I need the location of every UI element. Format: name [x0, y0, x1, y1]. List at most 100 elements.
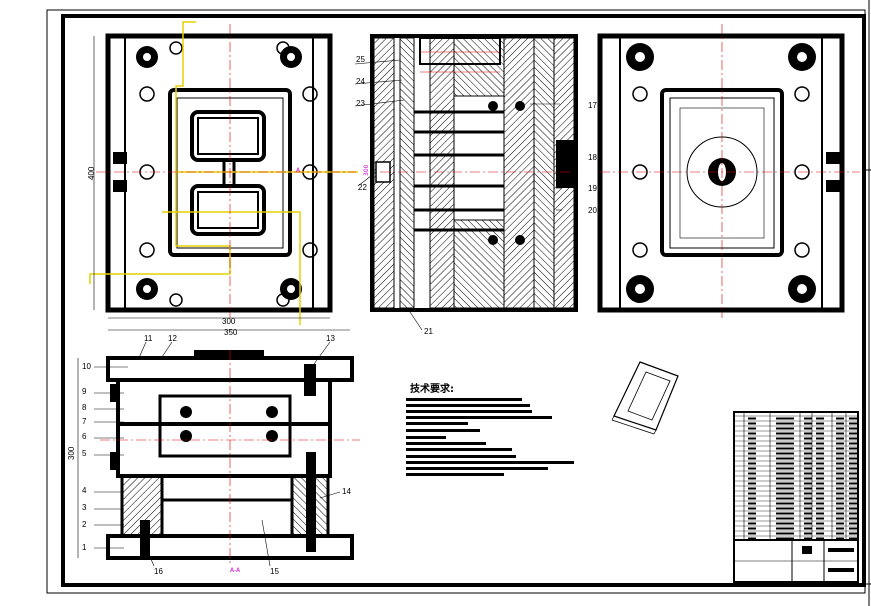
bom-cell-text: [748, 507, 756, 510]
bom-cell-text: [816, 447, 824, 450]
bom-cell-text: [836, 422, 844, 425]
bom-rows: [734, 415, 858, 540]
bom-cell-text: [748, 537, 756, 540]
bom-cell-text: [804, 447, 812, 450]
bom-cell-text: [816, 452, 824, 455]
bom-cell-text: [804, 512, 812, 515]
part-label-1: 1: [82, 543, 87, 552]
part-label-6: 6: [82, 432, 87, 441]
bom-cell-text: [804, 522, 812, 525]
bom-cell-text: [816, 437, 824, 440]
bom-cell-text: [776, 482, 794, 485]
center-leaders: [354, 59, 562, 331]
bom-cell-text: [748, 502, 756, 505]
bom-cell-text: [836, 517, 844, 520]
center-label-19: 19: [588, 184, 597, 193]
part-label-4: 4: [82, 486, 87, 495]
bom-cell-text: [836, 497, 844, 500]
bom-cell-text: [836, 472, 844, 475]
bom-cell-text: [804, 487, 812, 490]
center-label-24: 24: [356, 77, 365, 86]
center-label-21: 21: [424, 327, 433, 336]
bom-cell-text: [748, 442, 756, 445]
center-label-22: 22: [358, 183, 367, 192]
part-label-14: 14: [342, 487, 351, 496]
bom-cell-text: [776, 467, 794, 470]
bom-cell-text: [816, 527, 824, 530]
bom-cell-text: [849, 497, 857, 500]
bom-cell-text: [816, 427, 824, 430]
bom-cell-text: [849, 422, 857, 425]
bom-cell-text: [816, 467, 824, 470]
bom-cell-text: [849, 467, 857, 470]
bom-cell-text: [816, 487, 824, 490]
bom-cell-text: [804, 507, 812, 510]
part-label-7: 7: [82, 417, 87, 426]
bom-cell-text: [776, 487, 794, 490]
bom-cell-text: [816, 517, 824, 520]
bom-cell-text: [836, 452, 844, 455]
bom-cell-text: [816, 457, 824, 460]
title-block: [733, 411, 859, 583]
bom-cell-text: [836, 437, 844, 440]
part-label-15: 15: [270, 567, 279, 576]
bom-cell-text: [836, 462, 844, 465]
bom-cell-text: [849, 427, 857, 430]
bom-cell-text: [849, 457, 857, 460]
marker-a-right: A: [296, 167, 301, 174]
bom-cell-text: [804, 517, 812, 520]
dim-width-inner: 300: [222, 317, 236, 326]
part-label-10: 10: [82, 362, 91, 371]
bom-cell-text: [748, 482, 756, 485]
bom-cell-text: [776, 502, 794, 505]
bom-cell-text: [804, 482, 812, 485]
part-label-2: 2: [82, 520, 87, 529]
bom-cell-text: [816, 477, 824, 480]
bom-cell-text: [776, 452, 794, 455]
bom-cell-text: [804, 417, 812, 420]
bom-cell-text: [836, 527, 844, 530]
bom-cell-text: [849, 477, 857, 480]
bom-cell-text: [748, 457, 756, 460]
bom-cell-text: [748, 417, 756, 420]
plan-view-left: [89, 21, 358, 331]
bom-cell-text: [836, 502, 844, 505]
bom-cell-text: [804, 472, 812, 475]
bom-cell-text: [748, 437, 756, 440]
bom-cell-text: [816, 522, 824, 525]
bom-cell-text: [836, 537, 844, 540]
bom-cell-text: [776, 437, 794, 440]
bom-cell-text: [816, 492, 824, 495]
dim-height-left: 400: [87, 166, 96, 180]
bom-cell-text: [849, 527, 857, 530]
bom-cell-text: [849, 417, 857, 420]
center-label-18: 18: [588, 153, 597, 162]
bom-cell-text: [836, 482, 844, 485]
bom-cell-text: [748, 427, 756, 430]
sheet-frame: [61, 14, 866, 587]
bom-cell-text: [748, 497, 756, 500]
bom-cell-text: [776, 507, 794, 510]
bom-cell-text: [836, 467, 844, 470]
bom-cell-text: [804, 477, 812, 480]
bom-cell-text: [804, 427, 812, 430]
dim-right-side: 300: [363, 164, 370, 176]
bom-cell-text: [748, 472, 756, 475]
bom-cell-text: [748, 422, 756, 425]
bom-cell-text: [776, 417, 794, 420]
bom-cell-text: [804, 492, 812, 495]
bom-cell-text: [849, 507, 857, 510]
bom-cell-text: [748, 452, 756, 455]
part-label-9: 9: [82, 387, 87, 396]
tech-requirements-title: 技术要求:: [410, 382, 454, 395]
bom-cell-text: [836, 512, 844, 515]
part-label-12: 12: [168, 334, 177, 343]
bom-cell-text: [776, 527, 794, 530]
bom-cell-text: [804, 502, 812, 505]
center-label-23: 23: [356, 99, 365, 108]
bom-cell-text: [849, 502, 857, 505]
bom-cell-text: [748, 522, 756, 525]
bom-cell-text: [849, 452, 857, 455]
bom-cell-text: [776, 522, 794, 525]
